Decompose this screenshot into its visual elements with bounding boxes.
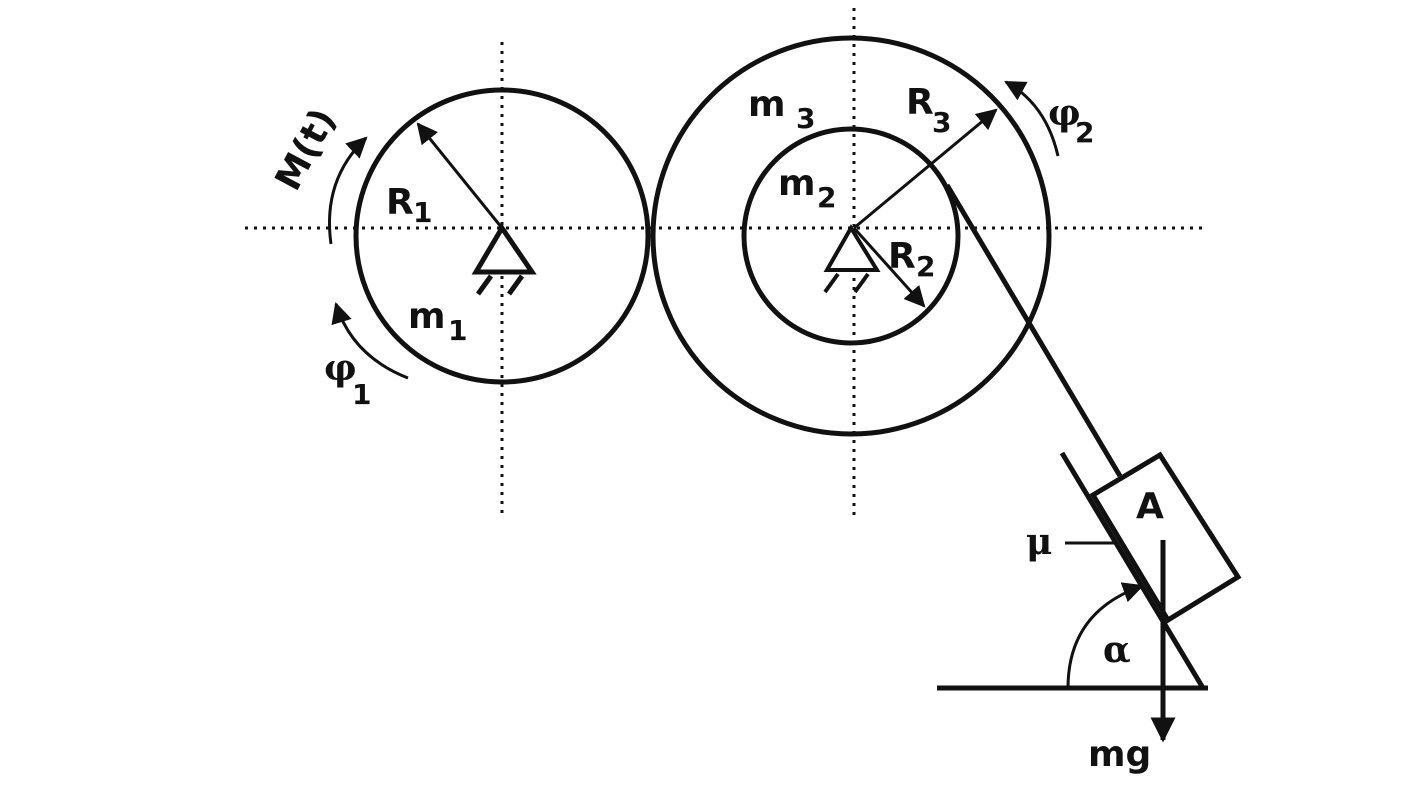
angle-label: α (1103, 629, 1131, 671)
pivot-support-2 (823, 224, 881, 294)
r2-label: R (888, 236, 916, 277)
block-a (1089, 451, 1242, 624)
wheel-3-outer (650, 35, 1052, 437)
radius-arrow-r3 (853, 108, 998, 230)
rotation-arrows (327, 80, 1060, 380)
phi1-label: φ (324, 347, 357, 389)
m2-label: m (778, 163, 816, 204)
r1-subscript: 1 (413, 196, 432, 229)
phi2-subscript: 2 (1075, 116, 1094, 149)
phi1-subscript: 1 (352, 378, 371, 411)
incline-surface (1059, 451, 1206, 690)
phi2-label: φ (1048, 92, 1081, 134)
block-label: A (1136, 486, 1164, 527)
weight-label: mg (1088, 734, 1151, 775)
radius-arrow-r2 (852, 226, 926, 308)
moment-label: M(t) (268, 102, 345, 197)
m2-subscript: 2 (817, 181, 836, 214)
radius-arrows (416, 108, 998, 308)
labels: M(t) φ 1 φ 2 R 1 R 2 R 3 m 1 m 2 m 3 A μ… (268, 82, 1164, 775)
r3-label: R (906, 82, 934, 123)
radius-arrow-r1 (416, 122, 504, 229)
wheel-2-inner (741, 126, 961, 346)
incline-assembly (937, 183, 1242, 743)
r1-label: R (386, 182, 414, 223)
wheel-1 (353, 87, 651, 385)
moment-arc-arrow (327, 136, 368, 245)
r2-subscript: 2 (916, 250, 935, 283)
m1-subscript: 1 (448, 314, 467, 347)
friction-label: μ (1026, 521, 1052, 563)
r3-subscript: 3 (932, 106, 951, 139)
m3-label: m (748, 84, 786, 125)
m3-subscript: 3 (796, 102, 815, 135)
angle-arc (1066, 582, 1144, 689)
wheels (353, 35, 1052, 437)
phi2-arc-arrow (1004, 80, 1060, 157)
phi1-arc-arrow (331, 301, 409, 380)
rope (944, 183, 1123, 478)
pivot-support-1 (471, 223, 537, 296)
m1-label: m (408, 296, 446, 337)
